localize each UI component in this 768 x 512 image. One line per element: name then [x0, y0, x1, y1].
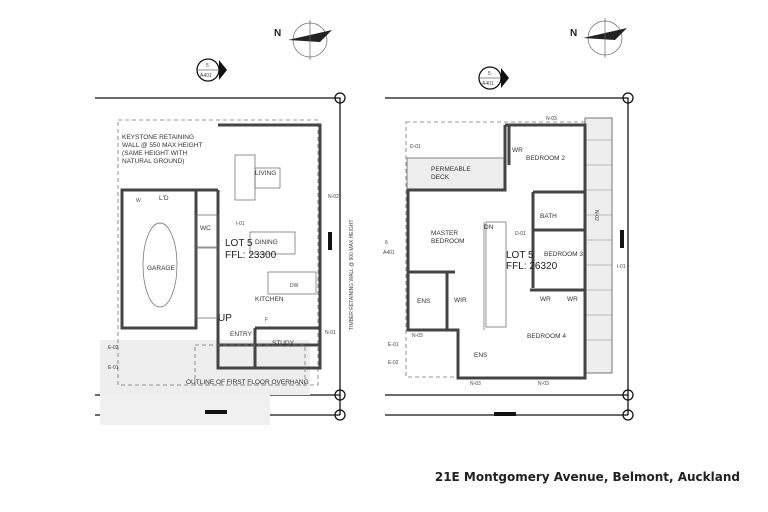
plan-label: BEDROOM 2 — [526, 155, 565, 162]
plan-label: N-03 — [546, 116, 557, 122]
section-marker-6: 6 A401 — [383, 240, 395, 256]
plan-label: BEDROOM 4 — [527, 333, 566, 340]
plan-label: I-01 — [617, 264, 626, 270]
plan-label: WR — [540, 296, 551, 303]
plan-label: TIMBER RETAINING WALL @ 900 MAX HEIGHT — [349, 220, 355, 330]
plan-label: WR — [567, 296, 578, 303]
plan-label: E-01 — [388, 342, 399, 348]
plan-label: E-01 — [108, 365, 119, 371]
first-floor-plan: WR BEDROOM 2 BATH BEDROOM 3 BEDROOM 4 MA… — [383, 66, 634, 421]
north-arrow-right: N — [570, 18, 627, 58]
plan-label: N-03 — [412, 333, 423, 339]
plan-label: A401 — [200, 73, 212, 79]
plan-label: GARAGE — [147, 265, 175, 272]
plan-label: A401 — [482, 81, 494, 87]
section-marker: 5 A401 — [196, 58, 227, 82]
plan-label: LOT 5 — [506, 250, 534, 261]
plan-label: N-02 — [593, 210, 599, 221]
plan-label: OUTLINE OF FIRST FLOOR OVERHANG — [186, 379, 309, 386]
plan-label: F — [265, 317, 268, 323]
plan-label: MASTER — [431, 230, 458, 237]
north-arrow-left: N — [274, 20, 332, 60]
plan-label: D-01 — [410, 144, 421, 150]
plan-label: E-02 — [388, 360, 399, 366]
plan-label: WR — [512, 147, 523, 154]
plan-label: N — [570, 28, 577, 39]
plan-label: (SAME HEIGHT WITH — [122, 150, 188, 157]
plan-label: N-03 — [538, 381, 549, 387]
plan-label: STUDY — [272, 340, 295, 347]
plan-label: LOT 5 — [225, 238, 253, 249]
section-marker: 5 A401 — [478, 66, 509, 90]
plan-label: BEDROOM — [431, 238, 465, 245]
plan-label: DN — [484, 224, 494, 231]
plan-label: FFL: 26320 — [506, 261, 558, 272]
plan-label: 5 — [488, 71, 491, 77]
plan-label: W — [136, 198, 141, 204]
plan-label: LIVING — [255, 170, 276, 177]
plan-label: N-02 — [328, 194, 339, 200]
plan-label: D-01 — [515, 231, 526, 237]
plan-label: KEYSTONE RETAINING — [122, 134, 194, 141]
plan-label: DINING — [255, 239, 278, 246]
plan-label: A401 — [383, 250, 395, 256]
plan-label: L'D — [159, 195, 169, 202]
plan-label: ENS — [417, 298, 431, 305]
ground-floor-plan: KEYSTONE RETAINING WALL @ 550 MAX HEIGHT… — [95, 58, 355, 425]
plan-label: ENS — [474, 352, 488, 359]
property-address: 21E Montgomery Avenue, Belmont, Auckland — [434, 470, 740, 484]
plan-label: I-01 — [236, 221, 245, 227]
plan-label: WIR — [454, 297, 467, 304]
plan-label: 6 — [385, 240, 388, 246]
plan-label: FFL: 23300 — [225, 250, 277, 261]
plan-label: DECK — [431, 174, 450, 181]
plan-label: 5 — [206, 63, 209, 69]
plan-label: PERMEABLE — [431, 166, 471, 173]
plan-label: N — [274, 28, 281, 39]
plan-label: WC — [200, 225, 211, 232]
plan-label: N-03 — [470, 381, 481, 387]
plan-label: BEDROOM 3 — [544, 251, 583, 258]
plan-label: E-02 — [108, 345, 119, 351]
plan-label: N-01 — [325, 330, 336, 336]
plan-label: DW — [290, 283, 299, 289]
plan-label: NATURAL GROUND) — [122, 158, 184, 165]
plan-label: ENTRY — [230, 331, 253, 338]
plan-label: UP — [218, 313, 232, 324]
plan-label: KITCHEN — [255, 296, 284, 303]
plan-label: BATH — [540, 213, 557, 220]
plan-label: WALL @ 550 MAX HEIGHT — [122, 142, 203, 149]
